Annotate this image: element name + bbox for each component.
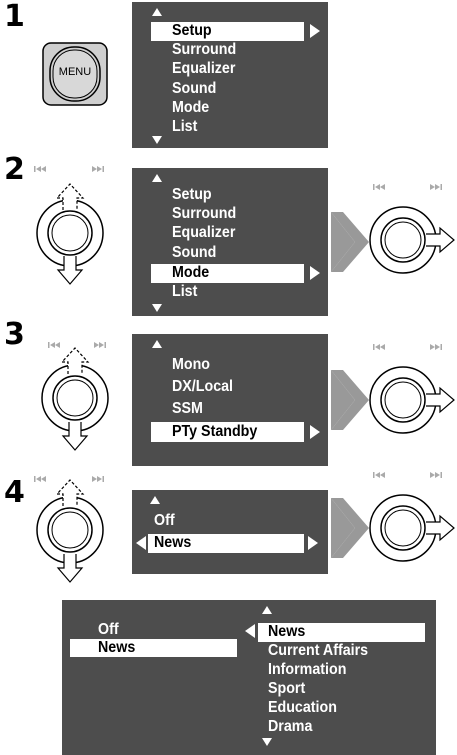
menu-item-equalizer[interactable]: Equalizer bbox=[172, 60, 236, 77]
menu-item-news[interactable]: News bbox=[98, 639, 136, 656]
selected-item-highlight bbox=[151, 264, 304, 283]
scroll-down-icon bbox=[152, 304, 162, 312]
control-knob-step-3[interactable] bbox=[30, 338, 150, 468]
proceed-arrow-icon bbox=[331, 212, 369, 272]
step-number-1: 1 bbox=[4, 0, 25, 34]
left-arrow-icon bbox=[245, 624, 255, 638]
pty-item-current-affairs[interactable]: Current Affairs bbox=[268, 642, 369, 659]
skip-forward-icon bbox=[430, 184, 442, 190]
control-knob-right-4[interactable] bbox=[368, 470, 457, 570]
menu-item-list[interactable]: List bbox=[172, 118, 198, 135]
menu-item-surround[interactable]: Surround bbox=[172, 205, 237, 222]
control-knob-step-4[interactable] bbox=[30, 472, 150, 592]
pty-item-education[interactable]: Education bbox=[268, 699, 337, 716]
menu-item-news[interactable]: News bbox=[154, 534, 192, 551]
menu-item-off[interactable]: Off bbox=[154, 512, 175, 529]
menu-item-ssm[interactable]: SSM bbox=[172, 400, 203, 417]
menu-item-dx-local[interactable]: DX/Local bbox=[172, 378, 234, 395]
right-arrow-icon bbox=[308, 536, 318, 550]
menu-item-sound[interactable]: Sound bbox=[172, 80, 217, 97]
menu-item-off[interactable]: Off bbox=[98, 621, 119, 638]
selected-item-highlight bbox=[151, 22, 304, 41]
control-knob-icon bbox=[34, 166, 104, 285]
scroll-down-icon bbox=[262, 738, 272, 746]
scroll-up-icon bbox=[152, 174, 162, 182]
menu-panel-3: Mono DX/Local SSM PTy Standby bbox=[132, 334, 328, 466]
scroll-up-icon bbox=[150, 496, 160, 504]
menu-item-mono[interactable]: Mono bbox=[172, 356, 211, 373]
selected-item-highlight bbox=[148, 534, 304, 553]
skip-back-icon bbox=[373, 184, 385, 190]
skip-forward-icon bbox=[94, 342, 106, 348]
skip-back-icon bbox=[373, 472, 385, 478]
menu-button-label: MENU bbox=[58, 66, 92, 78]
skip-forward-icon bbox=[92, 476, 104, 482]
scroll-down-icon bbox=[152, 136, 162, 144]
menu-item-mode[interactable]: Mode bbox=[172, 264, 210, 281]
menu-panel-2: Setup Surround Equalizer Sound Mode List bbox=[132, 168, 328, 316]
menu-item-surround[interactable]: Surround bbox=[172, 41, 237, 58]
menu-item-pty-standby[interactable]: PTy Standby bbox=[172, 423, 258, 440]
proceed-arrow-icon bbox=[331, 498, 369, 558]
menu-item-mode[interactable]: Mode bbox=[172, 99, 210, 116]
menu-button-icon bbox=[42, 42, 108, 106]
scroll-up-icon bbox=[152, 340, 162, 348]
selected-item-highlight bbox=[70, 639, 237, 657]
pty-item-sport[interactable]: Sport bbox=[268, 680, 306, 697]
skip-back-icon bbox=[34, 476, 46, 482]
pty-item-news[interactable]: News bbox=[268, 623, 306, 640]
skip-back-icon bbox=[373, 344, 385, 350]
menu-panel-1: Setup Surround Equalizer Sound Mode List bbox=[132, 2, 328, 148]
menu-item-sound[interactable]: Sound bbox=[172, 244, 217, 261]
menu-item-equalizer[interactable]: Equalizer bbox=[172, 224, 236, 241]
skip-back-icon bbox=[48, 342, 60, 348]
right-arrow-icon bbox=[310, 24, 320, 38]
menu-panel-4: Off News bbox=[132, 490, 328, 574]
control-knob-icon bbox=[34, 476, 104, 583]
right-arrow-icon bbox=[310, 266, 320, 280]
control-knob-right-2[interactable] bbox=[368, 182, 457, 282]
pty-item-information[interactable]: Information bbox=[268, 661, 347, 678]
menu-panel-5: Off News News Current Affairs Informatio… bbox=[62, 600, 436, 755]
pty-item-drama[interactable]: Drama bbox=[268, 718, 313, 735]
right-arrow-icon bbox=[310, 425, 320, 439]
control-knob-right-3[interactable] bbox=[368, 342, 457, 442]
skip-forward-icon bbox=[92, 166, 104, 172]
skip-back-icon bbox=[34, 166, 46, 172]
menu-item-setup[interactable]: Setup bbox=[172, 22, 212, 39]
proceed-arrow-icon bbox=[331, 370, 369, 430]
control-knob-icon bbox=[41, 342, 109, 451]
control-knob-step-2[interactable] bbox=[30, 158, 150, 298]
left-arrow-icon bbox=[136, 536, 146, 550]
step-number-3: 3 bbox=[4, 317, 25, 352]
skip-forward-icon bbox=[430, 472, 442, 478]
step-number-4: 4 bbox=[4, 475, 25, 510]
menu-item-list[interactable]: List bbox=[172, 283, 198, 300]
step-number-2: 2 bbox=[4, 152, 25, 187]
selected-item-highlight bbox=[258, 623, 425, 642]
scroll-up-icon bbox=[262, 606, 272, 614]
menu-button[interactable]: MENU bbox=[42, 42, 108, 106]
skip-forward-icon bbox=[430, 344, 442, 350]
scroll-up-icon bbox=[152, 8, 162, 16]
selected-item-highlight bbox=[151, 422, 304, 442]
menu-item-setup[interactable]: Setup bbox=[172, 186, 212, 203]
